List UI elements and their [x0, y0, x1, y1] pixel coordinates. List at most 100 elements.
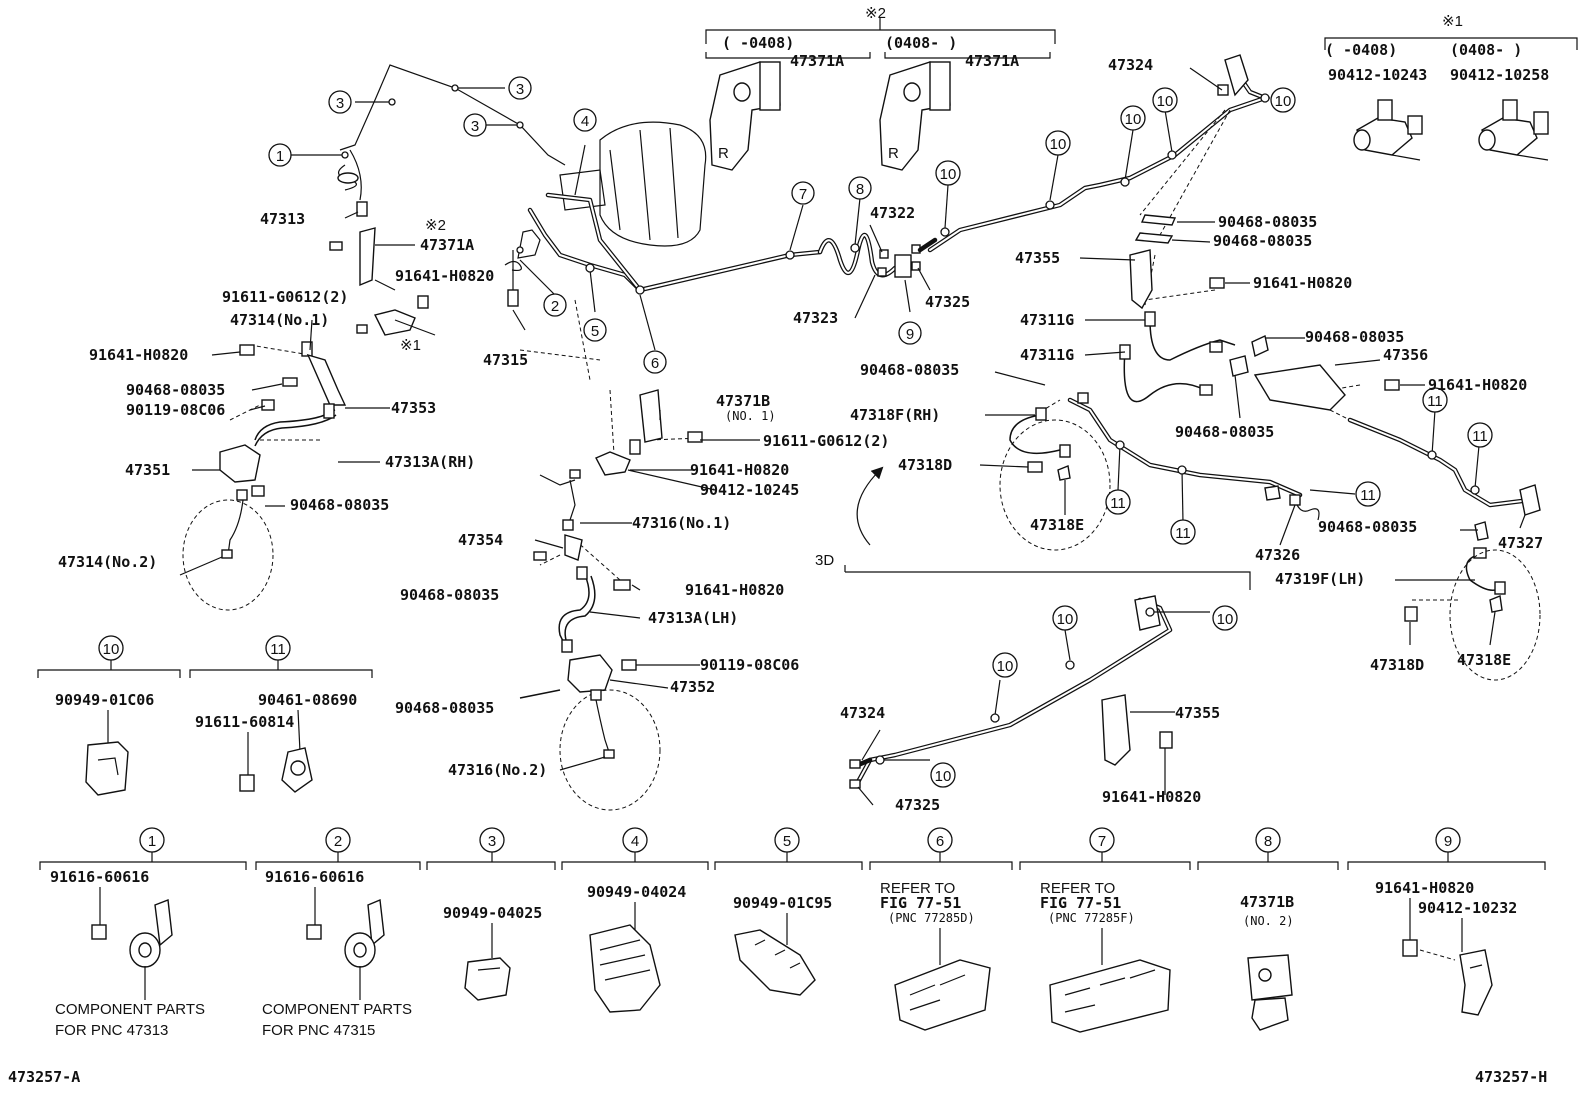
label-47316-no2: 47316(No.2): [448, 761, 547, 779]
svg-text:10: 10: [1217, 611, 1234, 628]
svg-text:1: 1: [148, 833, 156, 850]
svg-text:10: 10: [1157, 93, 1174, 110]
label-91641-h0820-d: 91641-H0820: [1428, 376, 1527, 394]
callout-10d: 10: [1152, 87, 1178, 113]
label-47356: 47356: [1383, 346, 1428, 364]
label-91641-h0820-f: 91641-H0820: [685, 581, 784, 599]
dotted-leaders: [229, 109, 1460, 601]
callout-11b: 11: [1467, 422, 1493, 448]
label-47371b-bottom: 47371B: [1240, 893, 1294, 911]
label-47311g-b: 47311G: [1020, 346, 1074, 364]
svg-text:3: 3: [488, 833, 496, 850]
callout-11a: 11: [1422, 387, 1448, 413]
callout-10c: 10: [1120, 105, 1146, 131]
svg-text:2: 2: [551, 298, 559, 315]
part-labels: 47313 ※2 47371A 91641-H0820 91611-G0612(…: [58, 56, 1543, 814]
label-90468-08035-a: 90468-08035: [126, 381, 225, 399]
legend-callout-2: 2: [325, 827, 351, 853]
x2-marker: ※2: [865, 5, 886, 22]
svg-text:10: 10: [935, 768, 952, 785]
callout-3b: 3: [508, 76, 532, 100]
callout-10g: 10: [1212, 605, 1238, 631]
range-label-4: (0408- ): [1450, 41, 1522, 59]
note-pnc-d: (PNC 77285D): [888, 911, 975, 925]
svg-text:8: 8: [1264, 833, 1272, 850]
label-47327: 47327: [1498, 534, 1543, 552]
svg-text:5: 5: [783, 833, 791, 850]
label-47371b: 47371B: [716, 392, 770, 410]
callout-10b: 10: [1045, 130, 1071, 156]
svg-text:11: 11: [1472, 428, 1488, 445]
svg-text:10: 10: [997, 658, 1014, 675]
svg-text:10: 10: [1275, 93, 1292, 110]
svg-text:11: 11: [1175, 525, 1191, 542]
label-47325-a: 47325: [925, 293, 970, 311]
circled-callouts: 3 3 3 1 4 2 5 6 7 8 9 10 10 10 10 10 11 …: [268, 76, 1493, 788]
connector-47322-group: [877, 237, 938, 278]
label-90949-01c95: 90949-01C95: [733, 894, 832, 912]
svg-text:6: 6: [651, 355, 659, 372]
bracket-47371a-right: R 47371A: [879, 52, 1019, 171]
label-90949-04025: 90949-04025: [443, 904, 542, 922]
svg-text:4: 4: [631, 833, 639, 850]
label-91641-h0820-c: 91641-H0820: [1253, 274, 1352, 292]
legend-callout-10: 10: [98, 635, 124, 661]
label-47316-no1: 47316(No.1): [632, 514, 731, 532]
label-91611-g0612-a: 91611-G0612(2): [222, 288, 348, 306]
svg-text:3: 3: [516, 81, 524, 98]
legend-callout-3: 3: [479, 827, 505, 853]
note-fig-b: FIG 77-51: [1040, 894, 1121, 912]
label-47318d-b: 47318D: [1370, 656, 1424, 674]
label-91641-h0820-h: 91641-H0820: [1375, 879, 1474, 897]
label-47322: 47322: [870, 204, 915, 222]
label-91641-h0820-a: 91641-H0820: [395, 267, 494, 285]
label-47315: 47315: [483, 351, 528, 369]
label-47351: 47351: [125, 461, 170, 479]
callout-11c: 11: [1105, 489, 1131, 515]
callout-3a: 3: [328, 90, 352, 114]
footer-left-code: 473257-A: [8, 1068, 80, 1086]
callout-10i: 10: [930, 762, 956, 788]
svg-text:3: 3: [471, 118, 479, 135]
svg-text:10: 10: [940, 166, 957, 183]
label-91611-60814: 91611-60814: [195, 713, 294, 731]
callout-3c: 3: [463, 113, 487, 137]
legend-callout-11: 11: [265, 635, 291, 661]
note-fig-a: FIG 77-51: [880, 894, 961, 912]
label-47355-a: 47355: [1015, 249, 1060, 267]
label-90468-08035-h: 90468-08035: [1318, 518, 1417, 536]
note-comp1a: COMPONENT PARTS: [55, 1001, 205, 1018]
label-91616-60616-b: 91616-60616: [265, 868, 364, 886]
note-pnc-f: (PNC 77285F): [1048, 911, 1135, 925]
union-valve-b: [1478, 99, 1549, 161]
footer-right-code: 473257-H: [1475, 1068, 1547, 1086]
svg-text:9: 9: [906, 326, 914, 343]
svg-text:10: 10: [1050, 136, 1067, 153]
range-label-1: ( -0408): [722, 34, 794, 52]
callout-8: 8: [848, 176, 872, 200]
svg-text:3: 3: [336, 95, 344, 112]
label-47313a-rh: 47313A(RH): [385, 453, 475, 471]
label-91641-h0820-e: 91641-H0820: [690, 461, 789, 479]
label-90468-08035-e: 90468-08035: [1305, 328, 1404, 346]
label-90468-08035-f: 90468-08035: [860, 361, 959, 379]
label-90412-10243: 90412-10243: [1328, 66, 1427, 84]
label-90412-10245: 90412-10245: [700, 481, 799, 499]
label-47325-b: 47325: [895, 796, 940, 814]
svg-text:10: 10: [1057, 611, 1074, 628]
label-90412-10258: 90412-10258: [1450, 66, 1549, 84]
note-refer-b: REFER TO: [1040, 880, 1115, 897]
bottom-legend: 1 2 3 4 5 6 7 8 9 91616-60616 COMPONENT …: [39, 827, 1546, 1039]
callout-6: 6: [643, 350, 667, 374]
label-90468-08035-b: 90468-08035: [290, 496, 389, 514]
svg-text:8: 8: [856, 181, 864, 198]
callout-10a: 10: [935, 160, 961, 186]
label-90461-08690: 90461-08690: [258, 691, 357, 709]
label-90949-04024: 90949-04024: [587, 883, 686, 901]
legend-callout-8: 8: [1255, 827, 1281, 853]
label-90412-10232: 90412-10232: [1418, 899, 1517, 917]
x1-marker: ※1: [1442, 13, 1463, 30]
note-comp2b: FOR PNC 47315: [262, 1022, 375, 1039]
legend-callout-1: 1: [139, 827, 165, 853]
